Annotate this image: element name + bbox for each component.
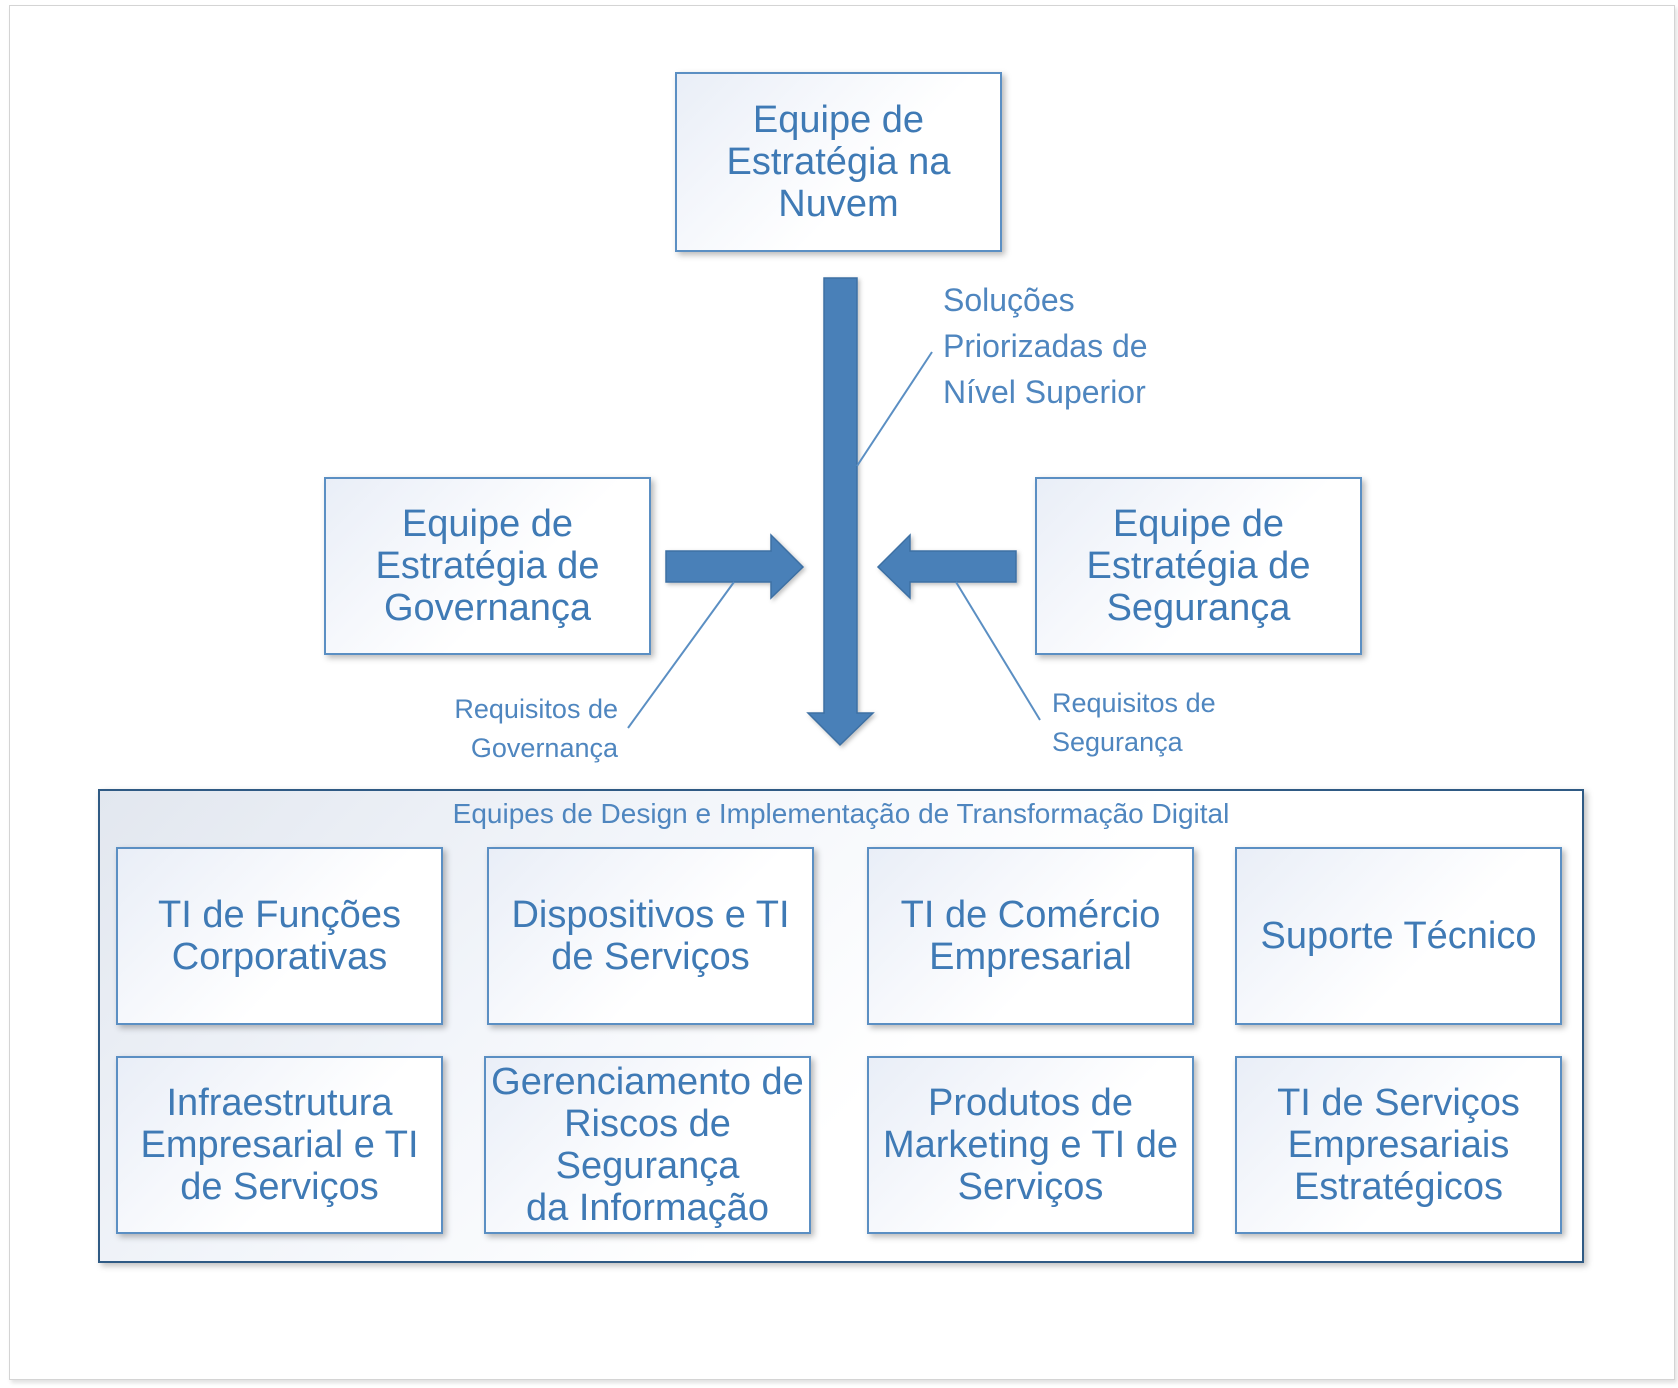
security-requirements-label: Requisitos de Segurança <box>1052 688 1216 757</box>
governance-arrow <box>665 533 805 600</box>
security-strategy-team-box: Equipe de Estratégia de Segurança <box>1035 477 1362 655</box>
team-box-business-commerce-it: TI de Comércio Empresarial <box>867 847 1194 1025</box>
team-box-enterprise-infrastructure-it: Infraestrutura Empresarial e TI de Servi… <box>116 1056 443 1234</box>
governance-requirements-label: Requisitos de Governança <box>454 694 618 763</box>
container-title: Equipes de Design e Implementação de Tra… <box>452 798 1230 829</box>
top-flow-label: Soluções Priorizadas de Nível Superior <box>943 282 1148 410</box>
cloud-strategy-team-box: Equipe de Estratégia na Nuvem <box>675 72 1002 252</box>
security-leader-line <box>955 581 1041 721</box>
team-box-technical-support: Suporte Técnico <box>1235 847 1562 1025</box>
team-box-marketing-products-it: Produtos de Marketing e TI de Serviços <box>867 1056 1194 1234</box>
team-box-information-security-risk: Gerenciamento de Riscos de Segurança da … <box>484 1056 811 1234</box>
team-box-strategic-business-services-it: TI de Serviços Empresariais Estratégicos <box>1235 1056 1562 1234</box>
top-flow-leader-line <box>856 351 933 467</box>
downward-arrow <box>806 277 875 747</box>
governance-leader-line <box>627 581 735 729</box>
team-box-devices-services-it: Dispositivos e TI de Serviços <box>487 847 814 1025</box>
governance-strategy-team-box: Equipe de Estratégia de Governança <box>324 477 651 655</box>
security-arrow <box>876 533 1017 600</box>
team-box-corporate-functions-it: TI de Funções Corporativas <box>116 847 443 1025</box>
